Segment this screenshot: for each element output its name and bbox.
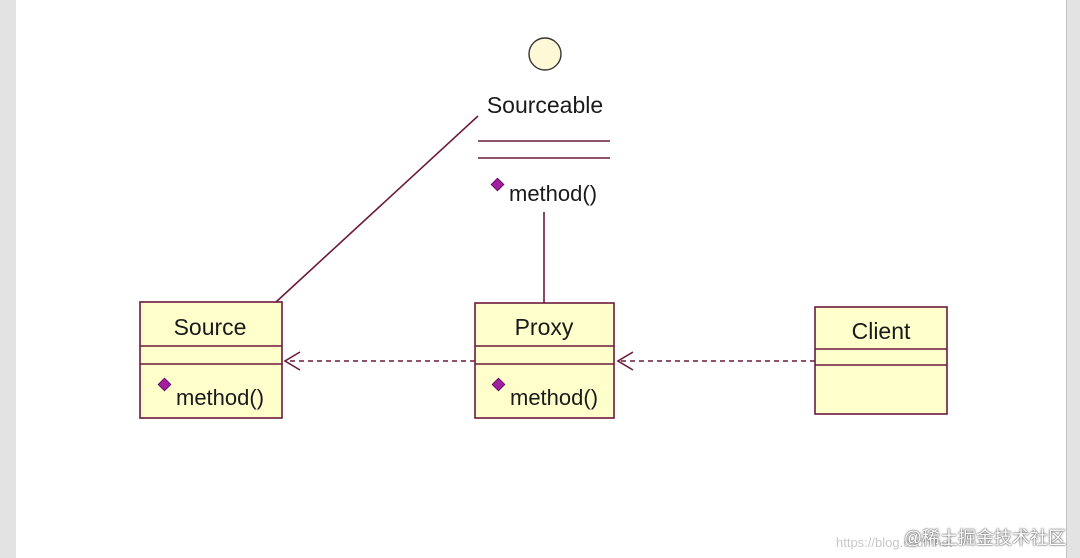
class-name: Source	[174, 314, 247, 340]
class-box	[474, 302, 615, 419]
class-name: Client	[852, 318, 911, 344]
class-box	[814, 306, 948, 415]
operation-icon	[491, 377, 506, 392]
interface-name: Sourceable	[487, 92, 603, 118]
class-name: Proxy	[515, 314, 574, 340]
operation-icon	[157, 377, 172, 392]
viewer-right-edge	[1066, 0, 1080, 558]
dependency-arrowhead-source	[283, 351, 301, 371]
interface-operation: method()	[509, 181, 597, 206]
class-box	[139, 301, 283, 419]
interface-circle-icon	[528, 37, 562, 71]
source-url-watermark: https://blog.csdn.net	[836, 535, 953, 550]
operation-icon	[490, 177, 505, 192]
diagram-page	[16, 0, 1066, 558]
interface-sourceable[interactable]: Sourceable method()	[478, 37, 610, 206]
class-proxy[interactable]: Proxy method()	[474, 302, 615, 419]
class-client[interactable]: Client	[814, 306, 948, 415]
class-operation: method()	[176, 385, 264, 410]
class-source[interactable]: Source method()	[139, 301, 283, 419]
site-watermark: @稀土掘金技术社区	[903, 528, 1066, 548]
realization-line-source	[275, 115, 479, 303]
class-operation: method()	[510, 385, 598, 410]
dependency-arrowhead-proxy	[616, 351, 634, 371]
